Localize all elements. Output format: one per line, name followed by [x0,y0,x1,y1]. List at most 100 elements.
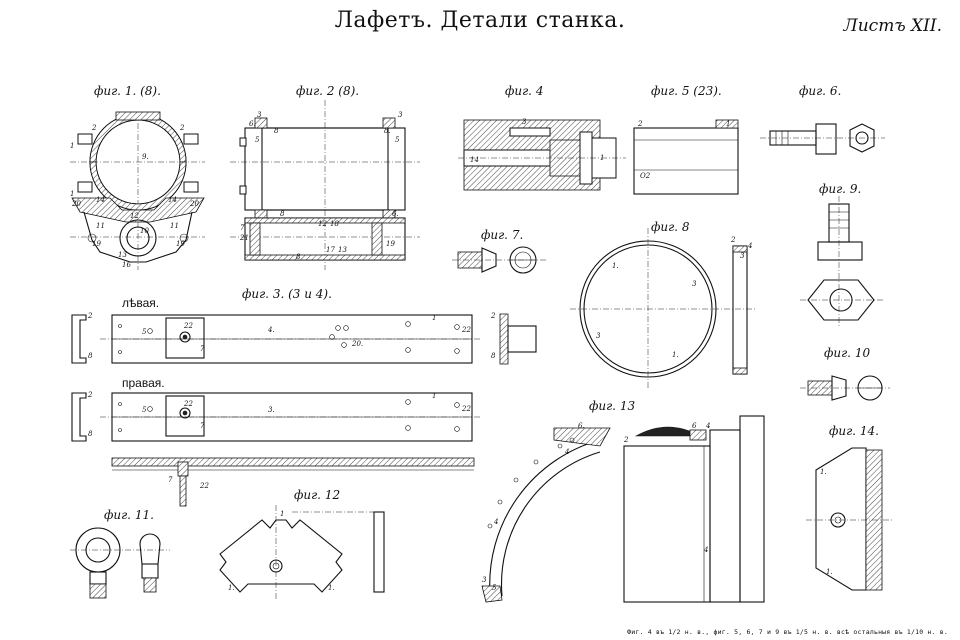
svg-text:1: 1 [726,120,730,128]
svg-text:18: 18 [330,220,339,228]
svg-text:13: 13 [118,251,127,259]
svg-text:4: 4 [493,518,498,526]
svg-text:14: 14 [470,156,479,164]
svg-text:8.: 8. [384,127,391,135]
svg-text:22: 22 [183,400,193,408]
svg-text:2: 2 [637,120,643,128]
svg-text:3: 3 [522,118,527,126]
sheet-number: Листъ XII. [843,16,942,36]
svg-text:3: 3 [740,252,745,260]
svg-text:21: 21 [239,234,249,242]
svg-text:6.: 6. [392,210,399,218]
svg-text:1: 1 [432,392,436,400]
svg-text:4: 4 [747,242,752,250]
scale-footnote: Фиг. 4 въ 1/2 н. в., фиг. 5, 6, 7 и 9 въ… [627,628,948,636]
svg-text:12: 12 [318,220,327,228]
svg-text:1.: 1. [228,584,235,592]
svg-text:3: 3 [398,111,403,119]
svg-text:8: 8 [491,352,496,360]
svg-text:14: 14 [168,196,177,204]
svg-text:4: 4 [564,448,569,456]
fig-14-caption: фиг. 14. [829,424,879,438]
svg-text:20: 20 [71,200,81,208]
svg-text:4.: 4. [267,326,275,334]
svg-text:5: 5 [142,406,147,414]
fig-5-plate-drawing: 2O2 1 [633,119,739,195]
right-side-label: правая. [122,376,165,390]
fig-10-screw-drawing [800,375,890,401]
svg-text:3: 3 [692,280,697,288]
svg-text:3: 3 [596,332,601,340]
fig-9-bolt-drawing [800,196,884,328]
fig-12-bracket-drawing: 1 1. 1. [219,505,385,600]
fig-3-caption: фиг. 3. (3 и 4). [242,287,332,301]
fig-6-bolt-drawing [760,123,885,155]
fig-14-plate-drawing: 1. 1. [806,447,892,591]
svg-text:22: 22 [199,482,209,490]
svg-text:22: 22 [183,322,193,330]
svg-text:9.: 9. [142,153,149,161]
fig-4-caption: фиг. 4 [505,84,544,98]
svg-text:1.: 1. [826,568,833,576]
svg-text:1.: 1. [328,584,335,592]
svg-text:1: 1 [600,154,604,162]
fig-13-arc-drawing: 6. 4 4 35 2 6 4 4 [481,415,765,603]
svg-text:5: 5 [142,328,147,336]
svg-text:6.: 6. [578,422,585,430]
svg-text:7: 7 [168,476,173,484]
svg-text:4: 4 [705,422,710,430]
svg-text:7: 7 [200,422,205,430]
svg-text:O2: O2 [640,172,651,180]
svg-text:3: 3 [257,111,262,119]
fig-9-caption: фиг. 9. [819,182,862,196]
svg-text:1: 1 [280,510,284,518]
svg-text:2: 2 [87,391,93,399]
fig-11-eyebolt-drawing [70,527,170,599]
svg-text:1.: 1. [672,351,679,359]
svg-text:22: 22 [461,326,471,334]
fig-13-caption: фиг. 13 [589,399,636,413]
fig-4-section-drawing: 3 14 1 [458,118,626,191]
fig-8-ring-drawing: 1.3 31. 243 [570,228,755,388]
svg-text:8: 8 [274,127,279,135]
svg-text:8: 8 [88,352,93,360]
fig-7-screw-drawing [452,246,546,274]
svg-text:8: 8 [88,430,93,438]
svg-text:20: 20 [189,200,199,208]
svg-text:1: 1 [70,142,74,150]
svg-text:8: 8 [280,210,285,218]
fig-12-caption: фиг. 12 [294,488,341,502]
svg-text:4: 4 [703,546,708,554]
svg-text:5: 5 [492,584,497,592]
fig-10-caption: фиг. 10 [824,346,871,360]
fig-2-caption: фиг. 2 (8). [296,84,360,98]
svg-text:1: 1 [432,314,436,322]
svg-text:11: 11 [170,222,179,230]
svg-text:11: 11 [96,222,105,230]
svg-text:6.: 6. [249,120,256,128]
svg-text:6: 6 [692,422,697,430]
fig-8-caption: фиг. 8 [651,220,690,234]
page-title: Лафетъ. Детали станка. [334,8,626,33]
svg-text:2: 2 [179,124,185,132]
svg-text:22: 22 [461,405,471,413]
svg-text:7: 7 [240,224,245,232]
svg-text:3: 3 [482,576,487,584]
svg-text:2: 2 [87,312,93,320]
svg-text:5: 5 [395,136,400,144]
fig-7-caption: фиг. 7. [481,228,524,242]
svg-text:10: 10 [140,227,149,235]
fig-1-caption: фиг. 1. (8). [94,84,161,98]
svg-text:2: 2 [623,436,629,444]
svg-text:7: 7 [200,345,205,353]
svg-text:1.: 1. [612,262,619,270]
svg-text:1: 1 [70,190,74,198]
fig-5-caption: фиг. 5 (23). [651,84,722,98]
left-side-label: лѣвая. [122,296,160,310]
svg-text:16: 16 [122,261,131,269]
svg-text:1.: 1. [820,468,827,476]
svg-text:5: 5 [255,136,260,144]
